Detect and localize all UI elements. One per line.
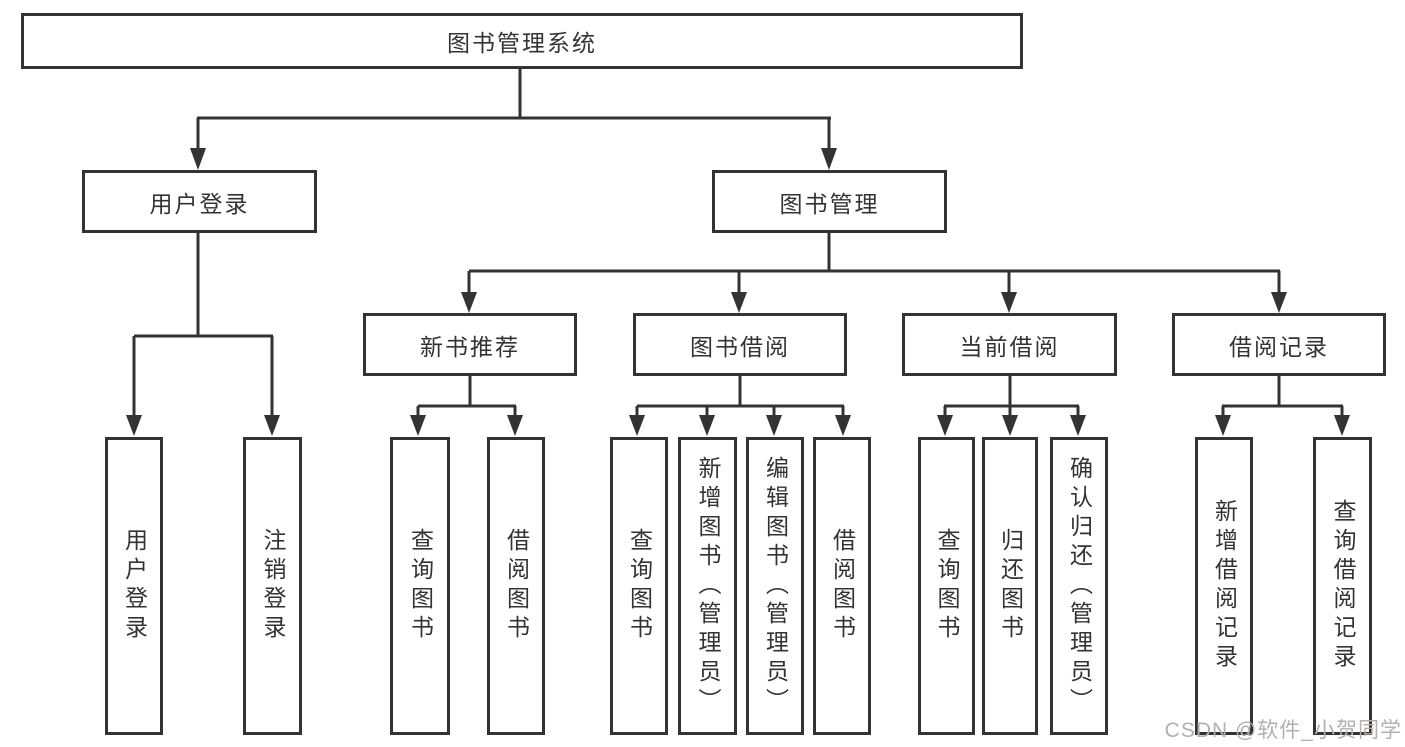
- node-label: 图书管理系统: [447, 30, 597, 56]
- leaf-query-books-current: 查询图书: [918, 437, 975, 735]
- node-current-borrowing: 当前借阅: [902, 313, 1117, 376]
- leaf-add-book-admin: 新增图书（管理员）: [678, 437, 737, 735]
- node-label: 用户登录: [149, 190, 250, 217]
- leaf-confirm-return-admin: 确认归还（管理员）: [1050, 437, 1108, 735]
- node-label: 注销登录: [260, 528, 286, 644]
- leaf-user-login: 用户登录: [105, 437, 163, 735]
- leaf-add-borrow-record: 新增借阅记录: [1195, 437, 1253, 735]
- leaf-borrow-books: 借阅图书: [813, 437, 871, 735]
- node-label: 借阅图书: [829, 528, 856, 644]
- node-label: 图书管理: [779, 190, 880, 217]
- node-book-borrowing: 图书借阅: [633, 313, 847, 376]
- node-label: 新增图书（管理员）: [695, 455, 721, 717]
- leaf-borrow-books-recommend: 借阅图书: [487, 437, 545, 735]
- node-label: 查询图书: [626, 528, 653, 644]
- leaf-edit-book-admin: 编辑图书（管理员）: [746, 437, 804, 735]
- node-label: 编辑图书（管理员）: [762, 455, 789, 717]
- node-library-management-system: 图书管理系统: [21, 13, 1023, 69]
- node-label: 查询图书: [407, 528, 434, 644]
- node-borrowing-records: 借阅记录: [1172, 313, 1386, 376]
- node-label: 图书借阅: [690, 333, 790, 360]
- node-label: 用户登录: [121, 528, 148, 644]
- leaf-return-books: 归还图书: [982, 437, 1038, 735]
- node-label: 新书推荐: [420, 333, 520, 360]
- node-label: 确认归还（管理员）: [1066, 455, 1093, 717]
- node-label: 当前借阅: [959, 333, 1060, 360]
- leaf-logout: 注销登录: [243, 437, 302, 735]
- node-label: 借阅图书: [503, 528, 530, 644]
- node-user-login: 用户登录: [82, 170, 317, 233]
- csdn-watermark: CSDN @软件_小贺同学: [1164, 719, 1402, 742]
- node-label: 查询借阅记录: [1330, 499, 1356, 673]
- node-new-book-recommendation: 新书推荐: [363, 313, 577, 376]
- node-label: 新增借阅记录: [1211, 499, 1238, 673]
- leaf-query-borrow-record: 查询借阅记录: [1313, 437, 1372, 735]
- node-label: 归还图书: [997, 528, 1024, 644]
- node-label: 借阅记录: [1229, 333, 1329, 360]
- node-label: 查询图书: [934, 528, 960, 644]
- node-book-management: 图书管理: [712, 170, 947, 233]
- leaf-query-books-borrowing: 查询图书: [610, 437, 668, 735]
- leaf-query-books-recommend: 查询图书: [390, 437, 450, 735]
